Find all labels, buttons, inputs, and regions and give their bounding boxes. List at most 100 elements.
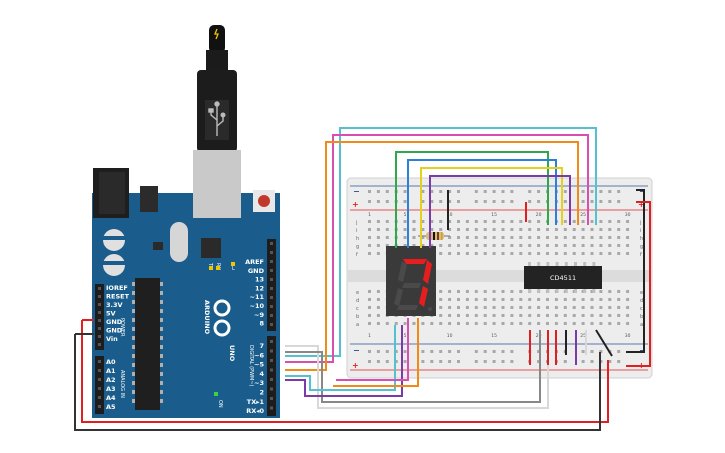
breadboard-hole[interactable] <box>554 322 558 325</box>
breadboard-hole[interactable] <box>474 306 478 309</box>
breadboard-hole[interactable] <box>492 236 496 239</box>
rail-hole[interactable] <box>439 360 443 363</box>
breadboard-hole[interactable] <box>519 228 523 231</box>
breadboard-hole[interactable] <box>626 298 630 301</box>
header-hole[interactable] <box>270 260 273 263</box>
reset-button-icon[interactable] <box>253 190 275 212</box>
breadboard-hole[interactable] <box>439 244 443 247</box>
breadboard-hole[interactable] <box>465 252 469 255</box>
breadboard-hole[interactable] <box>457 290 460 293</box>
breadboard-hole[interactable] <box>590 322 594 325</box>
breadboard-hole[interactable] <box>546 306 549 309</box>
breadboard-hole[interactable] <box>501 228 505 231</box>
breadboard-hole[interactable] <box>617 244 621 247</box>
breadboard-hole[interactable] <box>617 228 621 231</box>
rail-hole[interactable] <box>474 360 478 363</box>
breadboard-hole[interactable] <box>599 236 603 239</box>
breadboard-hole[interactable] <box>465 290 469 293</box>
breadboard-hole[interactable] <box>368 298 371 301</box>
breadboard-hole[interactable] <box>590 252 594 255</box>
analog-header[interactable] <box>95 356 104 414</box>
breadboard-hole[interactable] <box>546 236 549 239</box>
breadboard-hole[interactable] <box>572 228 576 231</box>
breadboard-hole[interactable] <box>474 314 478 317</box>
header-hole[interactable] <box>270 305 273 308</box>
rail-hole[interactable] <box>492 190 496 193</box>
header-hole[interactable] <box>270 359 273 362</box>
breadboard-hole[interactable] <box>385 228 389 231</box>
header-hole[interactable] <box>270 340 273 343</box>
header-hole[interactable] <box>270 323 273 326</box>
breadboard-hole[interactable] <box>510 236 514 239</box>
rail-hole[interactable] <box>448 360 452 363</box>
breadboard-hole[interactable] <box>492 314 496 317</box>
breadboard-hole[interactable] <box>563 220 567 223</box>
rail-hole[interactable] <box>368 190 371 193</box>
breadboard-hole[interactable] <box>501 290 505 293</box>
rail-hole[interactable] <box>608 200 612 203</box>
breadboard-hole[interactable] <box>501 314 505 317</box>
rail-hole[interactable] <box>457 190 460 193</box>
breadboard-hole[interactable] <box>368 314 371 317</box>
breadboard-hole[interactable] <box>474 252 478 255</box>
header-hole[interactable] <box>98 287 101 290</box>
breadboard-hole[interactable] <box>590 298 594 301</box>
rail-hole[interactable] <box>376 360 380 363</box>
breadboard-hole[interactable] <box>608 244 612 247</box>
breadboard-hole[interactable] <box>412 236 416 239</box>
rail-hole[interactable] <box>599 200 603 203</box>
breadboard-hole[interactable] <box>465 236 469 239</box>
rail-hole[interactable] <box>617 350 621 353</box>
rail-hole[interactable] <box>617 360 621 363</box>
breadboard-hole[interactable] <box>474 298 478 301</box>
rail-hole[interactable] <box>376 190 380 193</box>
breadboard-hole[interactable] <box>376 322 380 325</box>
breadboard-hole[interactable] <box>430 322 434 325</box>
breadboard-hole[interactable] <box>421 244 425 247</box>
breadboard-hole[interactable] <box>412 220 416 223</box>
rail-hole[interactable] <box>448 200 452 203</box>
breadboard-hole[interactable] <box>412 228 416 231</box>
breadboard-hole[interactable] <box>492 220 496 223</box>
breadboard-hole[interactable] <box>376 220 380 223</box>
breadboard-hole[interactable] <box>385 322 389 325</box>
header-hole[interactable] <box>270 349 273 353</box>
header-hole[interactable] <box>270 387 273 391</box>
rail-hole[interactable] <box>608 360 612 363</box>
rail-hole[interactable] <box>368 350 371 353</box>
breadboard-hole[interactable] <box>537 298 541 301</box>
rail-hole[interactable] <box>608 190 612 193</box>
breadboard-hole[interactable] <box>492 306 496 309</box>
breadboard-hole[interactable] <box>528 236 532 239</box>
breadboard-hole[interactable] <box>376 290 380 293</box>
breadboard-hole[interactable] <box>510 228 514 231</box>
rail-hole[interactable] <box>581 190 585 193</box>
header-hole[interactable] <box>98 327 101 330</box>
breadboard-hole[interactable] <box>537 228 541 231</box>
breadboard-hole[interactable] <box>617 306 621 309</box>
breadboard-hole[interactable] <box>465 314 469 317</box>
breadboard-hole[interactable] <box>572 220 576 223</box>
rail-hole[interactable] <box>492 360 496 363</box>
breadboard-hole[interactable] <box>501 252 505 255</box>
header-hole[interactable] <box>270 378 273 381</box>
breadboard-hole[interactable] <box>590 306 594 309</box>
breadboard-hole[interactable] <box>510 220 514 223</box>
breadboard-hole[interactable] <box>430 228 434 231</box>
rail-hole[interactable] <box>448 190 452 193</box>
breadboard-hole[interactable] <box>572 314 576 317</box>
rail-hole[interactable] <box>563 200 567 203</box>
header-hole[interactable] <box>270 278 273 281</box>
breadboard-hole[interactable] <box>563 314 567 317</box>
breadboard-hole[interactable] <box>554 314 558 317</box>
breadboard-hole[interactable] <box>376 244 380 247</box>
breadboard-hole[interactable] <box>599 306 603 309</box>
breadboard-hole[interactable] <box>537 314 541 317</box>
breadboard-hole[interactable] <box>465 244 469 247</box>
rail-hole[interactable] <box>563 190 567 193</box>
breadboard-hole[interactable] <box>563 252 567 255</box>
rail-hole[interactable] <box>421 360 425 363</box>
breadboard-hole[interactable] <box>501 322 505 325</box>
breadboard-hole[interactable] <box>537 252 541 255</box>
